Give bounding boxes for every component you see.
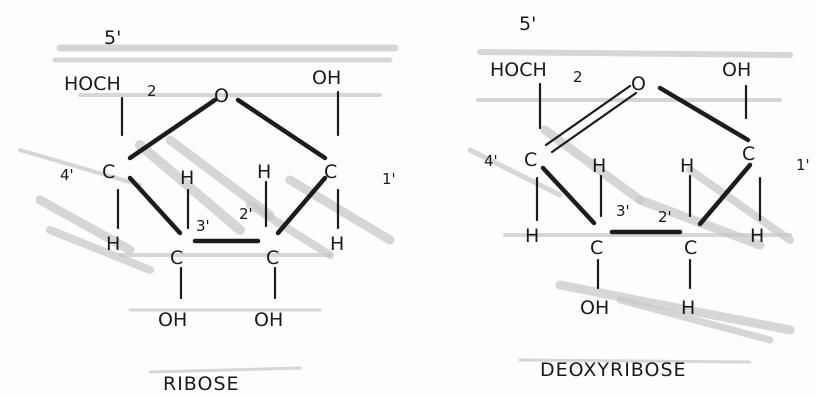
deoxyribose-h-c2: H	[680, 155, 694, 177]
deoxyribose-c2-number: 2'	[658, 208, 672, 226]
ribose-c1-oh: OH	[312, 67, 341, 89]
deoxyribose-c4-number: 4'	[484, 152, 498, 170]
ribose-ring-oxygen: O	[214, 85, 229, 107]
ribose-name: RIBOSE	[163, 373, 240, 395]
ribose-hoch2-subscript: 2	[147, 82, 157, 100]
deoxyribose-structure: 5' HOCH 2 O OH 4' C C 1' H H H H 3' 2' C…	[484, 13, 810, 381]
bond-c4-o-a	[544, 84, 632, 147]
deoxyribose-c1-number: 1'	[796, 156, 810, 174]
bond-o-c1	[235, 97, 328, 161]
ribose-structure: 5' HOCH 2 O OH 4' C C 1' H H H H 3' 2' C…	[60, 27, 396, 395]
deoxyribose-ring-oxygen: O	[631, 73, 646, 95]
deoxyribose-h-c1: H	[750, 225, 764, 247]
ribose-c1-atom: C	[324, 161, 337, 183]
deoxyribose-c3-atom: C	[590, 237, 603, 259]
deoxyribose-hoch2-group: HOCH	[490, 59, 547, 81]
bond-o-c1	[657, 85, 751, 143]
ribose-hoch2-group: HOCH	[64, 73, 121, 95]
bond-c1-c2	[275, 175, 328, 236]
bond-c1-c2	[697, 162, 753, 227]
ribose-h-c2: H	[257, 161, 271, 183]
bond-c4-o-b	[550, 91, 638, 154]
deoxyribose-c1-oh: OH	[722, 59, 751, 81]
ribose-h-c3: H	[180, 167, 194, 189]
ribose-oh-c2: OH	[254, 309, 283, 331]
deoxyribose-c4-atom: C	[524, 149, 537, 171]
bond-c4-c3	[540, 165, 597, 226]
deoxyribose-name: DEOXYRIBOSE	[540, 359, 687, 381]
ribose-c4-atom: C	[102, 161, 115, 183]
deoxyribose-h-c4: H	[525, 225, 539, 247]
deoxyribose-c3-number: 3'	[616, 202, 630, 220]
ribose-c1-number: 1'	[382, 170, 396, 188]
ribose-h-c4: H	[106, 233, 120, 255]
ribose-c2-atom: C	[266, 247, 279, 269]
ribose-c3-atom: C	[170, 247, 183, 269]
deoxyribose-oh-c3: OH	[580, 297, 609, 319]
ribose-oh-c3: OH	[158, 309, 187, 331]
ribose-c3-number: 3'	[196, 217, 210, 235]
deoxyribose-h-c2-down: H	[681, 297, 695, 319]
deoxyribose-c2-atom: C	[684, 237, 697, 259]
ribose-c4-number: 4'	[60, 166, 74, 184]
bond-c4-o	[127, 97, 218, 161]
deoxyribose-carbon5-label: 5'	[519, 13, 536, 35]
deoxyribose-h-c3: H	[592, 155, 606, 177]
deoxyribose-c1-atom: C	[742, 143, 755, 165]
deoxyribose-hoch2-subscript: 2	[573, 68, 583, 86]
ribose-c2-number: 2'	[239, 205, 253, 223]
ribose-carbon5-label: 5'	[104, 27, 121, 49]
ribose-h-c1: H	[330, 233, 344, 255]
bond-c4-c3	[127, 175, 183, 236]
